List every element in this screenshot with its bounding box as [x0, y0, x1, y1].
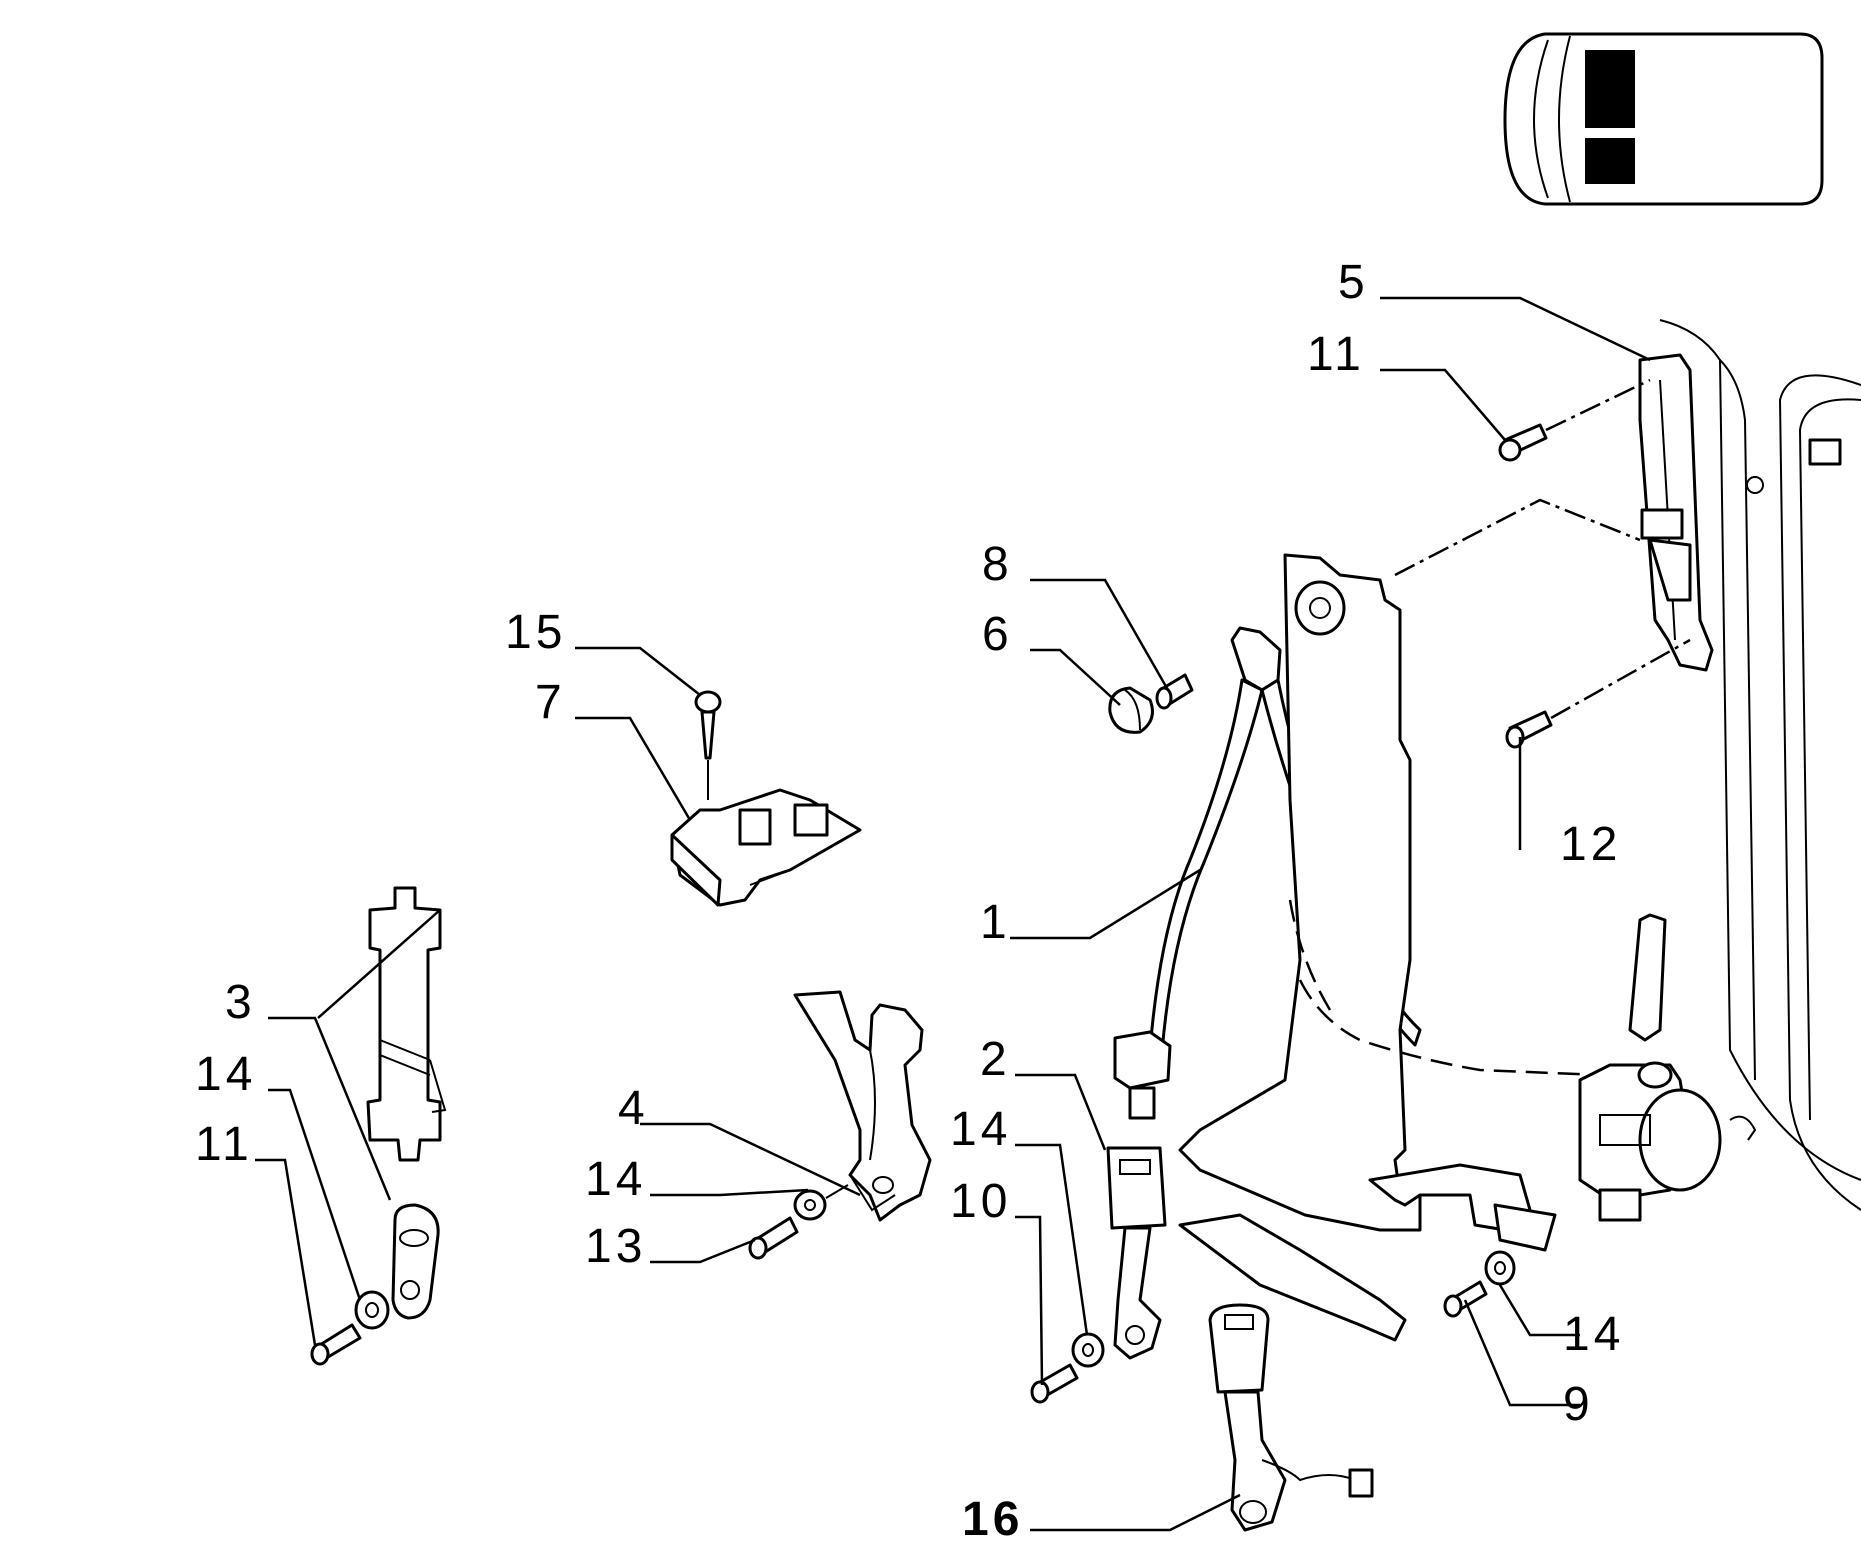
callout-1: 1 — [980, 896, 1011, 949]
bolt-center — [748, 1216, 799, 1260]
bolt-10 — [1030, 1363, 1079, 1404]
lower-anchor-plate-left — [391, 1203, 440, 1320]
callout-11-left: 11 — [195, 1118, 253, 1171]
bolt-left — [310, 1323, 362, 1366]
buckle-strap-4 — [793, 990, 932, 1222]
callout-5: 5 — [1338, 256, 1369, 309]
height-adjuster-rail — [1638, 353, 1764, 672]
callout-16: 16 — [962, 1493, 1023, 1546]
van-top-view-icon — [1503, 32, 1824, 206]
callout-8: 8 — [982, 538, 1013, 591]
callout-13: 12 — [1560, 818, 1621, 871]
callout-15: 15 — [505, 606, 566, 659]
buckle-16 — [1208, 1303, 1374, 1532]
washer-right — [1484, 1250, 1516, 1286]
callout-4: 4 — [618, 1082, 649, 1135]
callout-14-right: 14 — [1563, 1308, 1624, 1361]
callout-7: 7 — [535, 676, 566, 729]
callout-9: 9 — [1563, 1378, 1594, 1431]
callout-10: 10 — [950, 1175, 1011, 1228]
floor-bracket — [1178, 1163, 1557, 1342]
bolt-13 — [1505, 710, 1553, 749]
assembly-axis-12 — [1545, 378, 1651, 432]
callout-2: 2 — [980, 1033, 1011, 1086]
leader-lines — [255, 296, 1651, 1532]
belt-guide-bracket — [366, 886, 447, 1162]
callout-14-center-right: 14 — [950, 1103, 1011, 1156]
callout-14-center: 14 — [585, 1153, 646, 1206]
belt-retractor — [1578, 913, 1722, 1222]
assembly-axis-13 — [1550, 638, 1691, 720]
cap-6 — [1108, 686, 1154, 734]
bolt-9 — [1443, 1280, 1488, 1318]
bolt-8 — [1155, 673, 1194, 710]
callout-6: 6 — [982, 608, 1013, 661]
callout-11-center: 13 — [585, 1220, 646, 1273]
washer-2 — [1071, 1332, 1105, 1368]
assembly-axis-pillar — [1394, 498, 1641, 577]
washer-left — [354, 1290, 390, 1330]
buckle-2 — [1106, 1146, 1167, 1360]
callout-12: 11 — [1307, 328, 1365, 381]
bolt-12 — [1498, 423, 1548, 462]
screw-15 — [694, 690, 722, 800]
sensor-module — [670, 788, 862, 907]
callout-14-left: 14 — [195, 1048, 256, 1101]
door-frame-outline — [1659, 319, 1861, 1211]
callout-3: 3 — [225, 976, 256, 1029]
